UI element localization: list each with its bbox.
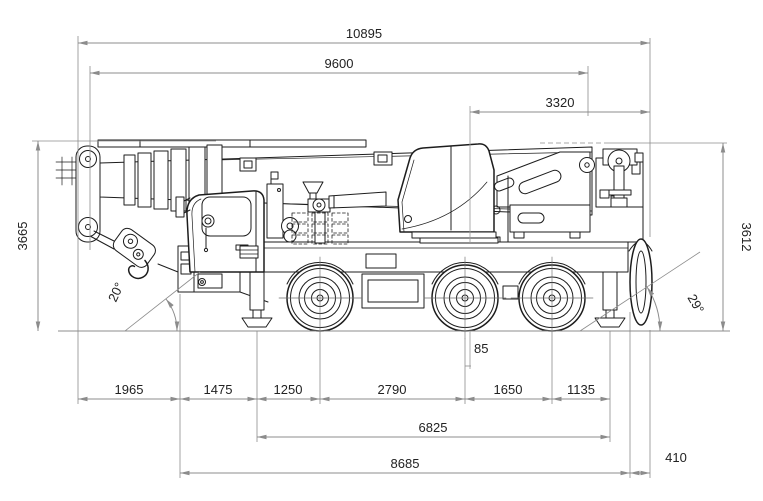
hook-icon — [127, 259, 149, 280]
mirror — [175, 196, 185, 218]
dim-label-overall-length: 10895 — [346, 26, 382, 41]
hidden-parts-dashed — [291, 212, 349, 245]
driver-cab — [175, 190, 265, 273]
dim-label-height-left: 3665 — [15, 222, 30, 251]
dim-label-frame-length: 8685 — [391, 456, 420, 471]
extension-lines — [32, 36, 727, 478]
dim-label-rear-overhang: 410 — [665, 450, 687, 465]
dim-label-approach-angle: 20° — [105, 280, 127, 304]
dim-label-row1-1: 1475 — [204, 382, 233, 397]
operator-cab — [397, 143, 499, 244]
rear-outrigger — [594, 271, 626, 328]
dim-label-outrigger-base: 6825 — [419, 420, 448, 435]
dim-label-row1-4: 1650 — [494, 382, 523, 397]
axle-centerlines — [278, 256, 594, 340]
dim-label-rear-to-center: 3320 — [546, 95, 575, 110]
front-outrigger — [241, 271, 273, 328]
dim-label-row1-3: 2790 — [378, 382, 407, 397]
underbody-equipment — [361, 273, 519, 309]
hook-block — [89, 227, 199, 281]
superstructure — [397, 143, 653, 252]
dim-label-boom-length: 9600 — [325, 56, 354, 71]
deck-equipment — [266, 171, 387, 245]
dim-label-row1-2: 1250 — [274, 382, 303, 397]
dim-label-height-right: 3612 — [739, 223, 754, 252]
dim-label-departure-angle: 29° — [684, 291, 707, 316]
dimension-annotations: 10895 9600 3320 3665 3612 20° 29° 85 196… — [15, 26, 754, 478]
crane-vehicle-illustration — [55, 139, 653, 340]
approach-angle — [124, 271, 201, 332]
dim-label-row1-0: 1965 — [115, 382, 144, 397]
dim-label-row1-5: 1135 — [567, 382, 595, 397]
dim-label-axle-offset: 85 — [474, 341, 488, 356]
departure-angle — [579, 251, 701, 332]
boom-head — [55, 145, 101, 243]
spare-wheel — [629, 238, 653, 326]
